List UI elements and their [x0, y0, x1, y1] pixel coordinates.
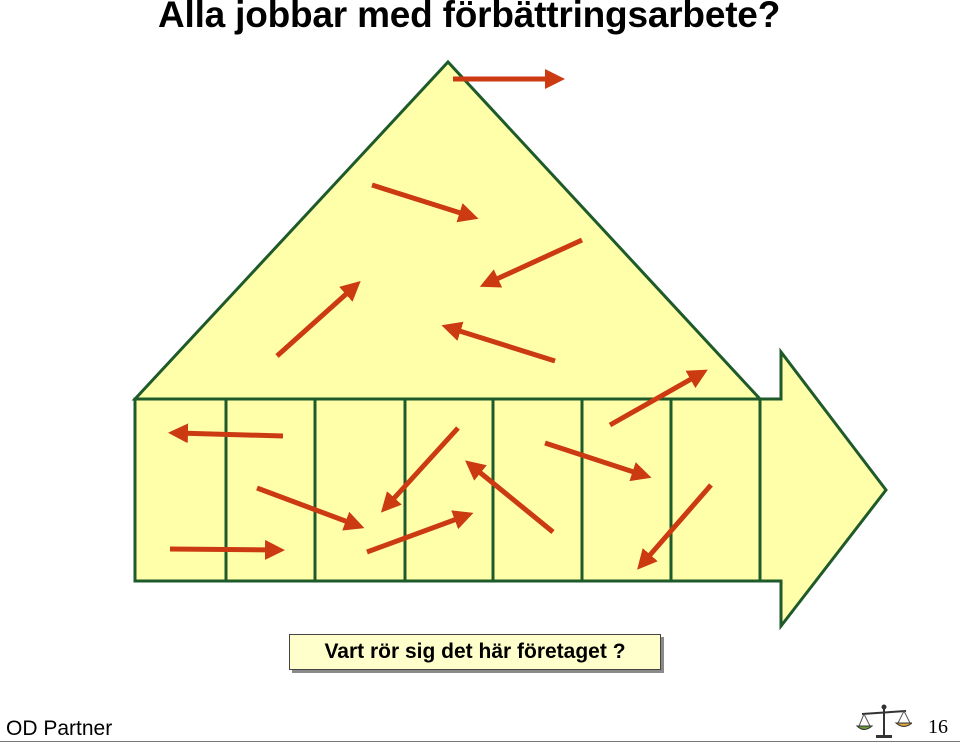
- scales-of-justice-icon: [856, 704, 912, 738]
- red-arrow: [380, 426, 460, 513]
- red-arrow: [479, 237, 584, 288]
- page-number: 16: [928, 716, 948, 738]
- red-arrow: [275, 280, 361, 358]
- company-name: OD Partner: [6, 717, 113, 740]
- red-arrow: [168, 423, 284, 444]
- question-box: Vart rör sig det här företaget ?: [289, 634, 661, 670]
- house-shape: [131, 59, 888, 631]
- red-arrow: [441, 321, 556, 364]
- red-arrow: [465, 460, 555, 534]
- column-dividers: [224, 399, 673, 581]
- red-arrow: [608, 369, 708, 428]
- direction-arrow: [758, 347, 888, 631]
- footer-divider: [0, 741, 960, 742]
- slide-title: Alla jobbar med förbättringsarbete?: [158, 0, 781, 35]
- red-arrow: [256, 485, 365, 531]
- red-arrow: [544, 440, 652, 482]
- direction-arrows: [168, 69, 713, 570]
- red-arrow: [637, 483, 713, 570]
- red-arrow: [371, 182, 479, 223]
- house-base: [133, 397, 762, 583]
- roof-triangle: [131, 59, 764, 401]
- red-arrow: [169, 539, 285, 560]
- red-arrow: [366, 510, 474, 555]
